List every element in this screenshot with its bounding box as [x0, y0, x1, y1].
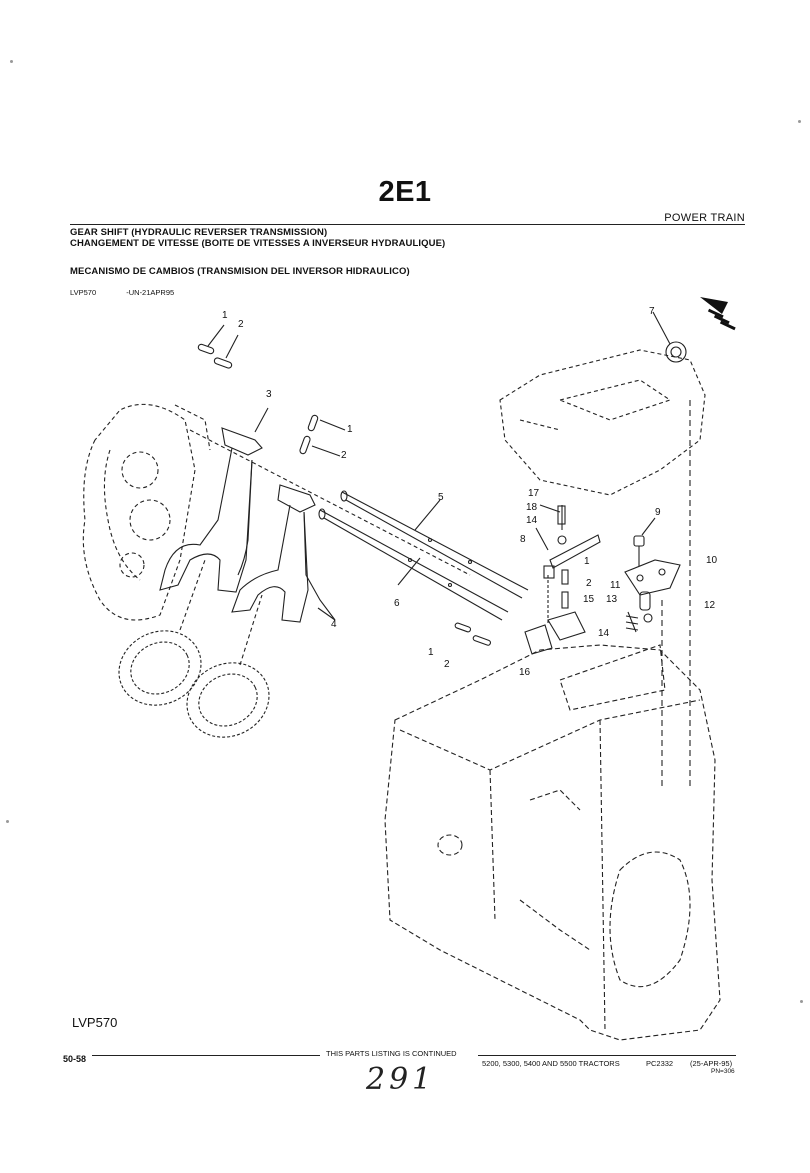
continued-note: THIS PARTS LISTING IS CONTINUED — [326, 1049, 457, 1058]
callout-8: 8 — [520, 534, 526, 545]
illustration-id: LVP570 — [70, 288, 97, 297]
callout-2-upper: 2 — [238, 319, 244, 330]
callout-17: 17 — [528, 488, 540, 499]
shift-fork-4 — [231, 484, 336, 623]
synchronizer-rings — [118, 630, 270, 738]
pn-number: PN=306 — [711, 1068, 735, 1075]
scan-speck — [6, 820, 9, 823]
scan-speck — [10, 60, 13, 63]
callout-11: 11 — [610, 580, 621, 591]
exploded-parts-diagram — [82, 297, 736, 1041]
callout-6: 6 — [394, 598, 400, 609]
header-rule — [70, 224, 745, 225]
detent-parts — [524, 504, 601, 655]
pins-middle — [299, 414, 346, 457]
section-name: POWER TRAIN — [664, 212, 745, 224]
catalog-date: (25-APR-95) — [690, 1059, 733, 1068]
callout-12: 12 — [704, 600, 716, 611]
tractor-models: 5200, 5300, 5400 AND 5500 TRACTORS — [482, 1059, 620, 1068]
callout-2-lower: 2 — [444, 659, 450, 670]
title-spanish: MECANISMO DE CAMBIOS (TRANSMISION DEL IN… — [70, 266, 410, 277]
callout-7: 7 — [649, 306, 655, 317]
callout-1-lower: 1 — [428, 647, 434, 658]
callout-15: 15 — [583, 594, 595, 605]
title-french: CHANGEMENT DE VITESSE (BOITE DE VITESSES… — [70, 238, 446, 249]
illustration-label: LVP570 — [72, 1015, 118, 1030]
footer-rule-left — [92, 1055, 320, 1056]
shift-rods — [318, 490, 529, 621]
plug-7 — [665, 341, 687, 363]
callout-4: 4 — [331, 619, 337, 630]
callout-9: 9 — [655, 507, 661, 518]
front-housing-drawing — [82, 403, 211, 621]
callout-3: 3 — [266, 389, 272, 400]
pins-lower — [454, 622, 491, 646]
handwritten-page-number: 291 — [366, 1062, 436, 1097]
footer-rule-right — [478, 1055, 736, 1056]
callout-1-upper: 1 — [222, 310, 228, 321]
title-english: GEAR SHIFT (HYDRAULIC REVERSER TRANSMISS… — [70, 227, 328, 238]
scan-speck — [798, 120, 801, 123]
callout-18: 18 — [526, 502, 538, 513]
callout-16: 16 — [519, 667, 531, 678]
scan-speck — [800, 1000, 803, 1003]
callout-1-right: 1 — [584, 556, 590, 567]
page-number: 50-58 — [63, 1054, 87, 1064]
illustration-reference: LVP570 -UN-21APR95 — [70, 288, 202, 297]
callout-10: 10 — [706, 555, 718, 566]
pins-upper-left — [197, 324, 239, 369]
illustration-code: -UN-21APR95 — [126, 288, 175, 297]
catalog-number: PC2332 — [646, 1059, 674, 1068]
shift-fork-3 — [159, 407, 269, 593]
callout-2-middle: 2 — [341, 450, 347, 461]
callout-1-middle: 1 — [347, 424, 353, 435]
group-code: 2E1 — [378, 176, 432, 208]
callout-14-upper: 14 — [526, 515, 538, 526]
upper-housing-drawing — [499, 349, 706, 496]
callout-5: 5 — [438, 492, 444, 503]
direction-arrow — [700, 297, 736, 331]
callout-2-right: 2 — [586, 578, 592, 589]
main-housing-drawing — [384, 644, 721, 1041]
callout-14-lower: 14 — [598, 628, 610, 639]
callout-13: 13 — [606, 594, 618, 605]
cover-plate-10 — [624, 517, 681, 633]
